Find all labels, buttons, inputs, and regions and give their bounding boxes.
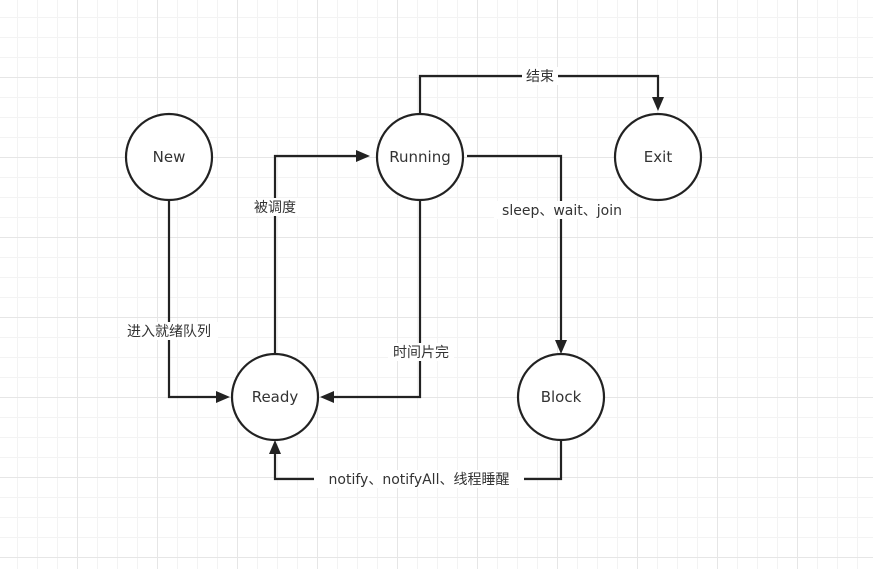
edge-running-to-block: sleep、wait、join: [467, 154, 630, 354]
edge-ready-to-running: 被调度: [248, 150, 370, 353]
edge-label-notify: notify、notifyAll、线程睡醒: [329, 472, 510, 488]
state-node-exit: Exit: [613, 112, 703, 202]
edge-label-end: 结束: [526, 69, 554, 85]
state-label-running: Running: [389, 148, 450, 166]
state-node-ready: Ready: [230, 352, 320, 442]
edge-running-to-ready: 时间片完: [320, 199, 454, 403]
state-label-new: New: [153, 148, 186, 166]
state-label-exit: Exit: [644, 148, 673, 166]
edge-new-to-ready: 进入就绪队列: [120, 200, 230, 403]
edge-running-to-exit: 结束: [418, 67, 664, 114]
edge-label-enter-ready-queue: 进入就绪队列: [127, 324, 211, 340]
edge-label-sleep-wait-join: sleep、wait、join: [502, 203, 622, 219]
state-node-running: Running: [375, 112, 465, 202]
state-label-block: Block: [541, 388, 582, 406]
state-label-ready: Ready: [252, 388, 299, 406]
state-node-new: New: [124, 112, 214, 202]
edge-block-to-ready: notify、notifyAll、线程睡醒: [269, 440, 563, 488]
edge-label-scheduled: 被调度: [254, 200, 296, 216]
edge-label-time-slice-done: 时间片完: [393, 345, 449, 361]
state-node-block: Block: [516, 352, 606, 442]
